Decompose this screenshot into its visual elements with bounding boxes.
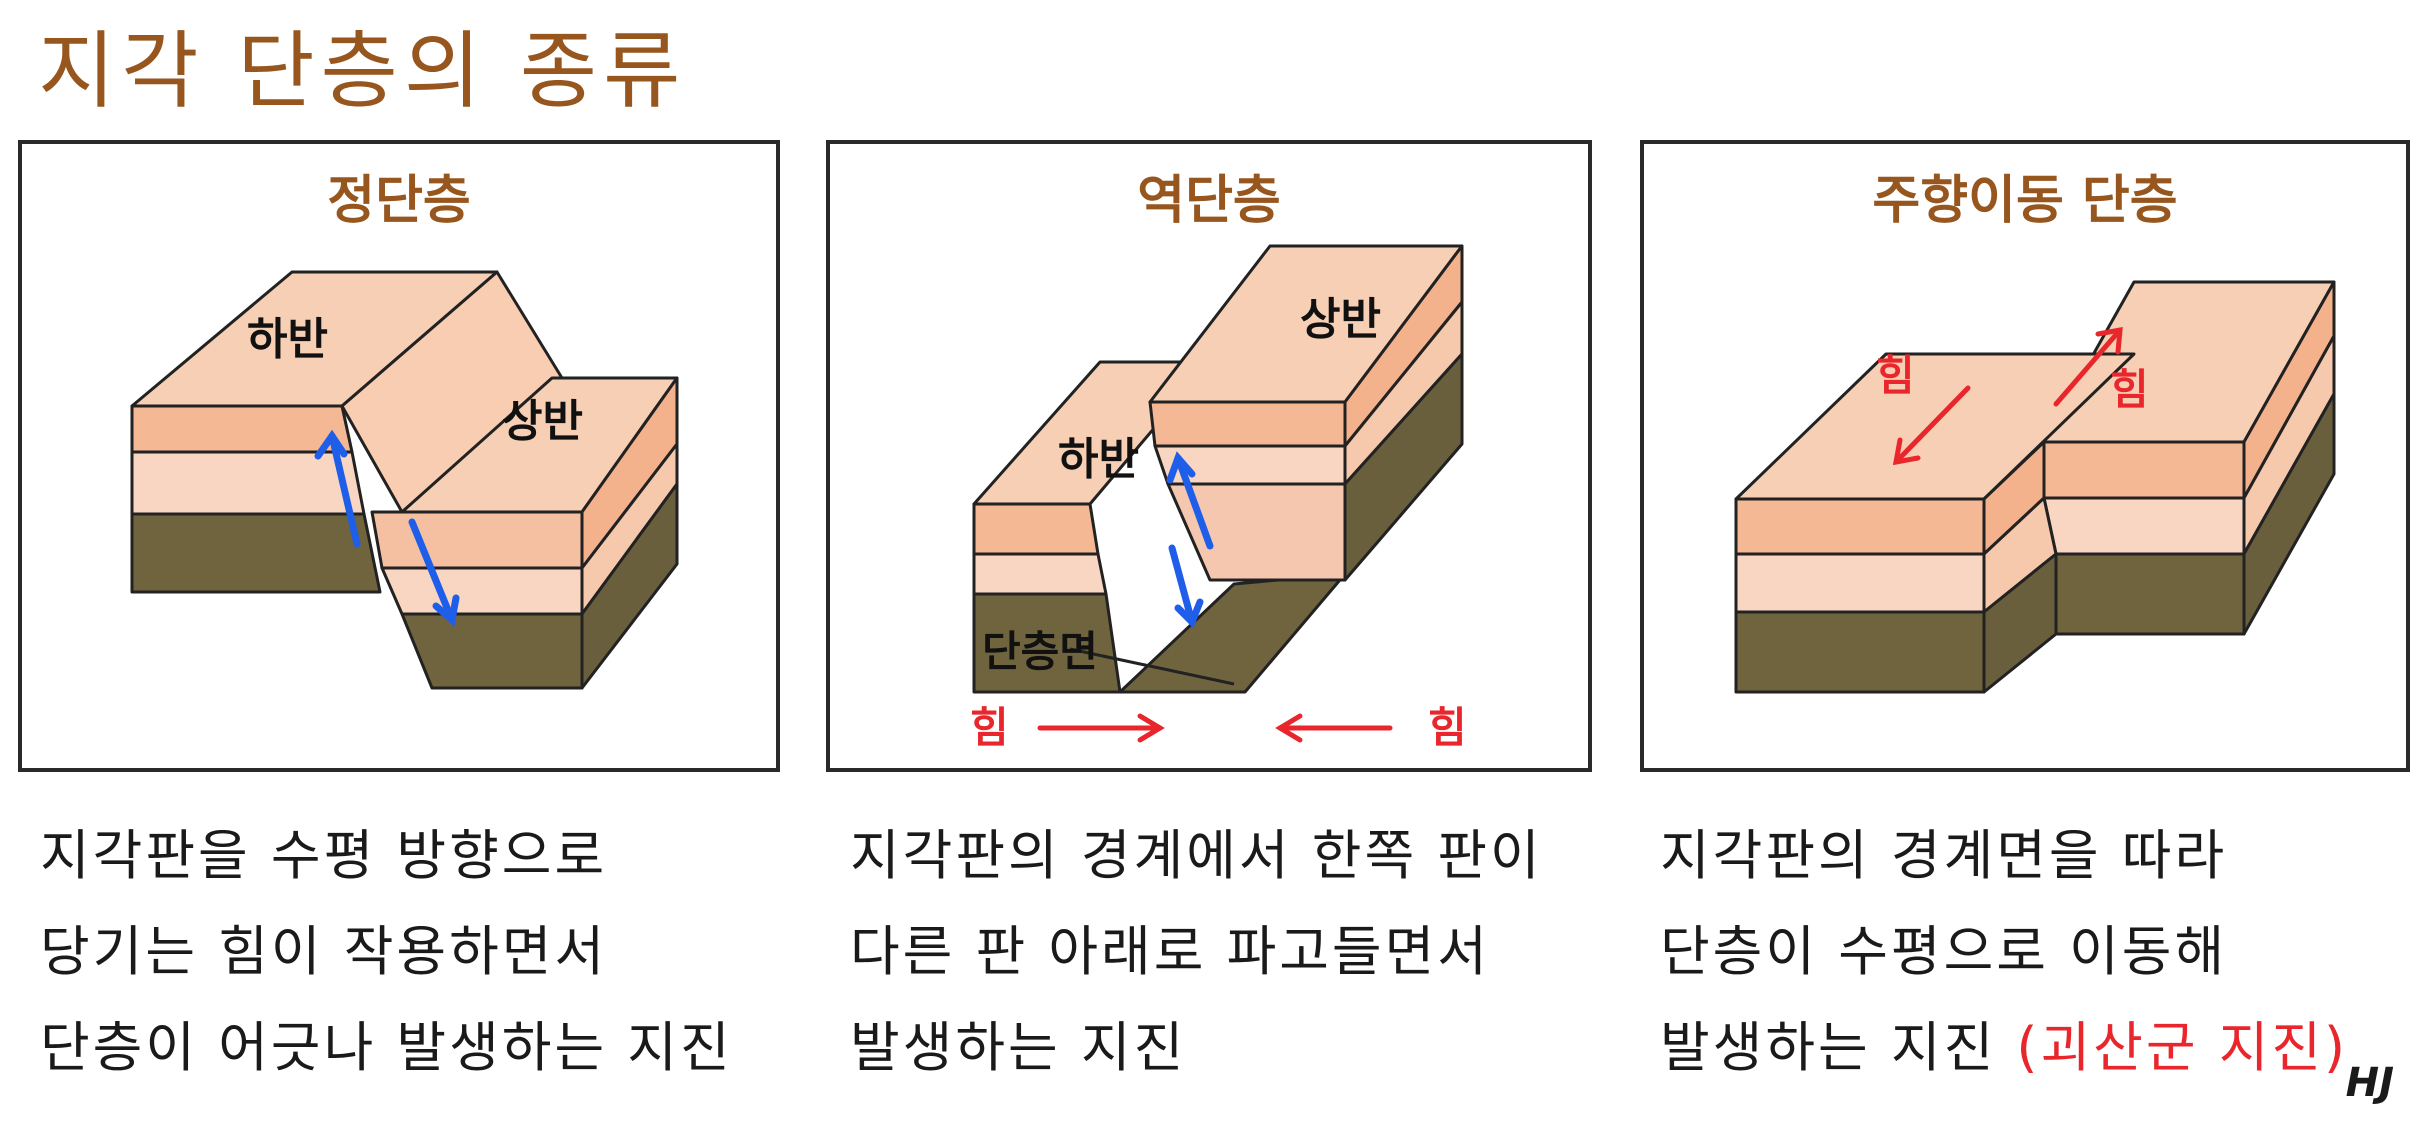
right-block-layer-3	[2054, 552, 2246, 636]
force-right-label: 힘	[1428, 703, 1467, 752]
footwall-label: 하반	[247, 314, 328, 365]
left-block-side-3	[1982, 552, 2058, 694]
description-line: 발생하는 지진	[850, 1016, 1187, 1079]
footwall-layer-2	[130, 450, 366, 516]
strike-slip-description: 지각판의 경계면을 따라 단층이 수평으로 이동해 발생하는 지진 (괴산군 지…	[1660, 808, 2348, 1096]
force-left-label: 힘	[1876, 351, 1915, 400]
description-line: 당기는 힘이 작용하면서	[40, 920, 608, 983]
reverse-fault-panel: 역단층	[826, 140, 1592, 772]
hangingwall-label: 상반	[502, 396, 583, 447]
description-line: 지각판을 수평 방향으로	[40, 824, 608, 887]
panel-title: 역단층	[1137, 171, 1281, 231]
footwall-layer-1	[130, 404, 354, 454]
description-line: 단층이 수평으로 이동해	[1660, 920, 2228, 983]
hangingwall-label: 상반	[1300, 294, 1381, 345]
force-right-label: 힘	[2110, 365, 2149, 414]
force-arrows	[1037, 713, 1393, 743]
description-line: 지각판의 경계면을 따라	[1660, 824, 2228, 887]
author-signature: HJ	[2345, 1060, 2394, 1106]
movement-arrows	[1166, 451, 1214, 629]
description-line-last: 발생하는 지진 (괴산군 지진)	[1660, 1000, 2348, 1096]
hangingwall-layer-3	[400, 612, 584, 690]
strike-slip-fault-panel: 주향이동 단층	[1640, 140, 2410, 772]
left-block-layer-1	[1734, 497, 1986, 556]
movement-arrows	[314, 429, 460, 627]
normal-fault-description: 지각판을 수평 방향으로 당기는 힘이 작용하면서 단층이 어긋나 발생하는 지…	[40, 808, 733, 1096]
left-block-layer-3	[1734, 610, 1986, 694]
footwall-lower	[1118, 572, 1347, 694]
footwall-layer-1	[972, 502, 1100, 556]
hangingwall-side-3	[1343, 352, 1464, 582]
page-title: 지각 단층의 종류	[38, 22, 687, 120]
force-left-label: 힘	[970, 703, 1009, 752]
footwall-layer-3	[130, 512, 382, 594]
panel-title: 정단층	[327, 171, 471, 231]
hangingwall-side-3	[580, 482, 679, 690]
description-line: 다른 판 아래로 파고들면서	[850, 920, 1490, 983]
fault-plane-label: 단층면	[982, 627, 1098, 676]
hangingwall-layer-1	[1148, 400, 1347, 448]
panel-title: 주향이동 단층	[1872, 171, 2178, 231]
right-block-layer-2	[2042, 496, 2246, 556]
reverse-fault-description: 지각판의 경계에서 한쪽 판이 다른 판 아래로 파고들면서 발생하는 지진	[850, 808, 1543, 1096]
strike-slip-fault-diagram: 힘 힘	[1734, 280, 2336, 694]
fault-plane-pointer	[1069, 647, 1235, 686]
description-line: 단층이 어긋나 발생하는 지진	[40, 1016, 733, 1079]
reverse-fault-diagram: 하반 상반 단층면 힘 힘	[970, 244, 1467, 752]
force-arrows	[1892, 326, 2123, 466]
footwall-label: 하반	[1058, 434, 1139, 485]
description-text: 발생하는 지진	[1660, 1016, 1997, 1079]
description-line: 지각판의 경계에서 한쪽 판이	[850, 824, 1543, 887]
hangingwall-layer-1	[370, 510, 584, 570]
normal-fault-diagram: 하반 상반	[130, 270, 679, 690]
location-highlight: (괴산군 지진)	[2016, 1016, 2349, 1079]
right-block-layer-1	[2042, 440, 2246, 500]
normal-fault-panel: 정단층 하반 상반	[18, 140, 780, 772]
left-block-layer-2	[1734, 552, 1986, 614]
hangingwall-layer-2	[380, 566, 584, 616]
footwall-layer-2	[972, 552, 1108, 596]
